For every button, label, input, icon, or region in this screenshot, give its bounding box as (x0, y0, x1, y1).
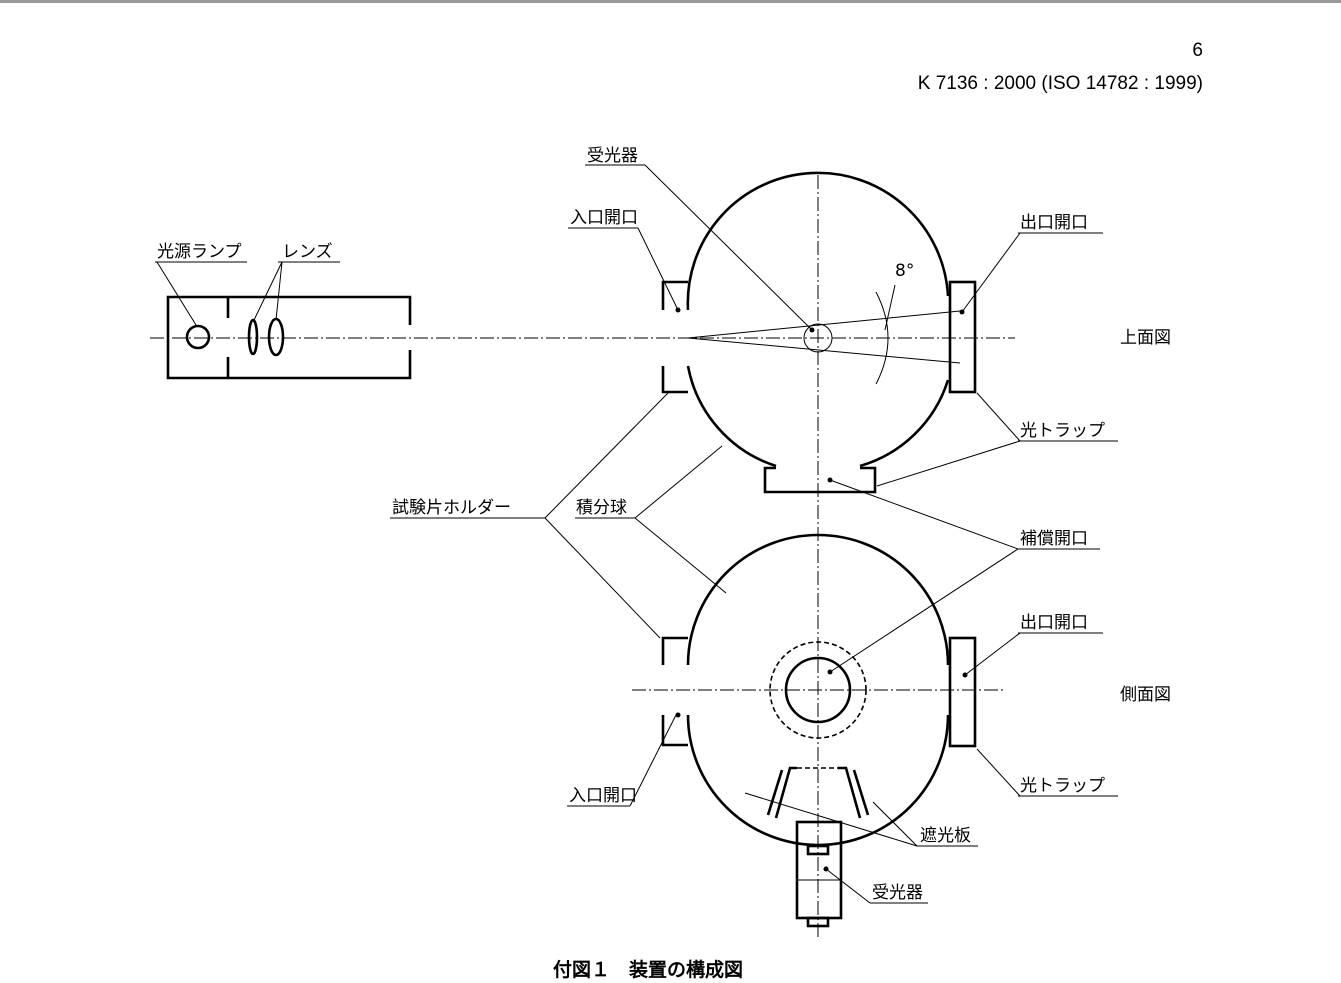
baffle-left (774, 766, 797, 819)
baffle-right (838, 766, 862, 819)
compensation-port-top (763, 466, 877, 494)
label-exit-port-side: 出口開口 (1020, 613, 1088, 633)
label-entrance-port-top: 入口開口 (570, 208, 638, 228)
light-trap-side (948, 636, 977, 748)
receiver-side (795, 820, 843, 920)
label-exit-port-top: 出口開口 (1020, 213, 1088, 233)
lens-2 (267, 317, 285, 357)
page-number: 6 (1192, 40, 1203, 61)
label-receiver-top: 受光器 (587, 146, 638, 166)
label-light-trap-top: 光トラップ (1020, 421, 1105, 441)
label-light-trap-side: 光トラップ (1020, 776, 1105, 796)
label-side-view: 側面図 (1120, 685, 1171, 705)
label-integrating-sphere: 積分球 (576, 498, 627, 518)
page-top-border (0, 0, 1341, 3)
light-trap-top (948, 280, 977, 394)
label-lens: レンズ (282, 242, 333, 262)
figure-caption: 付図１ 装置の構成図 (553, 958, 743, 981)
lamp-icon (185, 324, 211, 350)
label-angle: 8° (895, 261, 914, 281)
integrating-sphere-top (661, 171, 977, 494)
label-compensation-port: 補償開口 (1020, 529, 1088, 549)
lens-1 (247, 318, 259, 356)
label-entrance-port-side: 入口開口 (569, 786, 637, 806)
compensation-port-side (784, 656, 852, 724)
leader-lines (155, 164, 1118, 904)
label-receiver-side: 受光器 (872, 883, 923, 903)
label-specimen-holder: 試験片ホルダー (392, 498, 511, 518)
label-baffle: 遮光板 (920, 826, 971, 846)
integrating-sphere-side (661, 533, 977, 928)
label-top-view: 上面図 (1120, 328, 1171, 348)
standard-id: K 7136 : 2000 (ISO 14782 : 1999) (918, 73, 1203, 94)
label-light-source-lamp: 光源ランプ (157, 242, 242, 262)
receiver-port-top (803, 323, 833, 353)
